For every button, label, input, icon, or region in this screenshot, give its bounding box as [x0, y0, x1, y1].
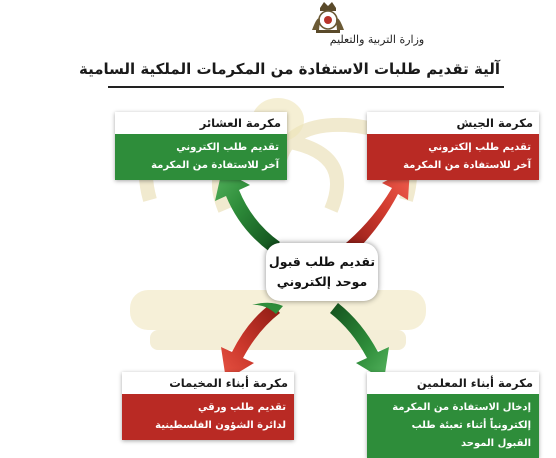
- card-teachers: مكرمة أبناء المعلمين إدخال الاستفادة من …: [367, 372, 539, 458]
- card-teachers-title: مكرمة أبناء المعلمين: [416, 376, 533, 390]
- ministry-name: وزارة التربية والتعليم: [329, 33, 425, 46]
- title-underline: [108, 86, 504, 88]
- card-camps-line-2: لدائرة الشؤون الفلسطينية: [155, 420, 286, 431]
- arrow-down-right-icon: [330, 303, 389, 380]
- card-teachers-line-1: إدخال الاستفادة من المكرمة: [392, 402, 531, 413]
- card-teachers-body: إدخال الاستفادة من المكرمة إلكترونياً أث…: [367, 394, 539, 458]
- card-tribes-title: مكرمة العشائر: [199, 116, 281, 130]
- card-camps-line-1: تقديم طلب ورقي: [197, 402, 286, 413]
- card-army-line-1: تقديم طلب إلكتروني: [428, 142, 531, 153]
- royal-crest-icon: [312, 2, 344, 33]
- card-army: مكرمة الجيش تقديم طلب إلكتروني آخر للاست…: [367, 112, 539, 180]
- card-army-line-2: آخر للاستفادة من المكرمة: [403, 160, 531, 171]
- center-line-2: موحد إلكتروني: [276, 274, 368, 289]
- card-army-body: تقديم طلب إلكتروني آخر للاستفادة من المك…: [367, 134, 539, 180]
- arrow-up-right-icon: [335, 168, 410, 262]
- card-tribes-body: تقديم طلب إلكتروني آخر للاستفادة من المك…: [115, 134, 287, 180]
- card-teachers-line-3: القبول الموحد: [460, 438, 531, 449]
- card-tribes-line-2: آخر للاستفادة من المكرمة: [151, 160, 279, 171]
- card-camps-title: مكرمة أبناء المخيمات: [169, 376, 288, 390]
- page-title: آلية تقديم طلبات الاستفادة من المكرمات ا…: [78, 60, 500, 78]
- unified-application-box: تقديم طلب قبول موحد إلكتروني: [266, 243, 378, 301]
- arrows-layer: [215, 168, 410, 380]
- card-tribes-line-1: تقديم طلب إلكتروني: [176, 142, 279, 153]
- card-army-title: مكرمة الجيش: [456, 116, 533, 130]
- center-line-1: تقديم طلب قبول: [268, 254, 376, 269]
- card-teachers-line-2: إلكترونياً أثناء تعبئة طلب: [411, 420, 531, 431]
- arrow-up-left-icon: [215, 170, 280, 252]
- arrow-down-left-icon: [221, 302, 283, 380]
- card-tribes: مكرمة العشائر تقديم طلب إلكتروني آخر للا…: [115, 112, 287, 180]
- card-camps-body: تقديم طلب ورقي لدائرة الشؤون الفلسطينية: [122, 394, 294, 440]
